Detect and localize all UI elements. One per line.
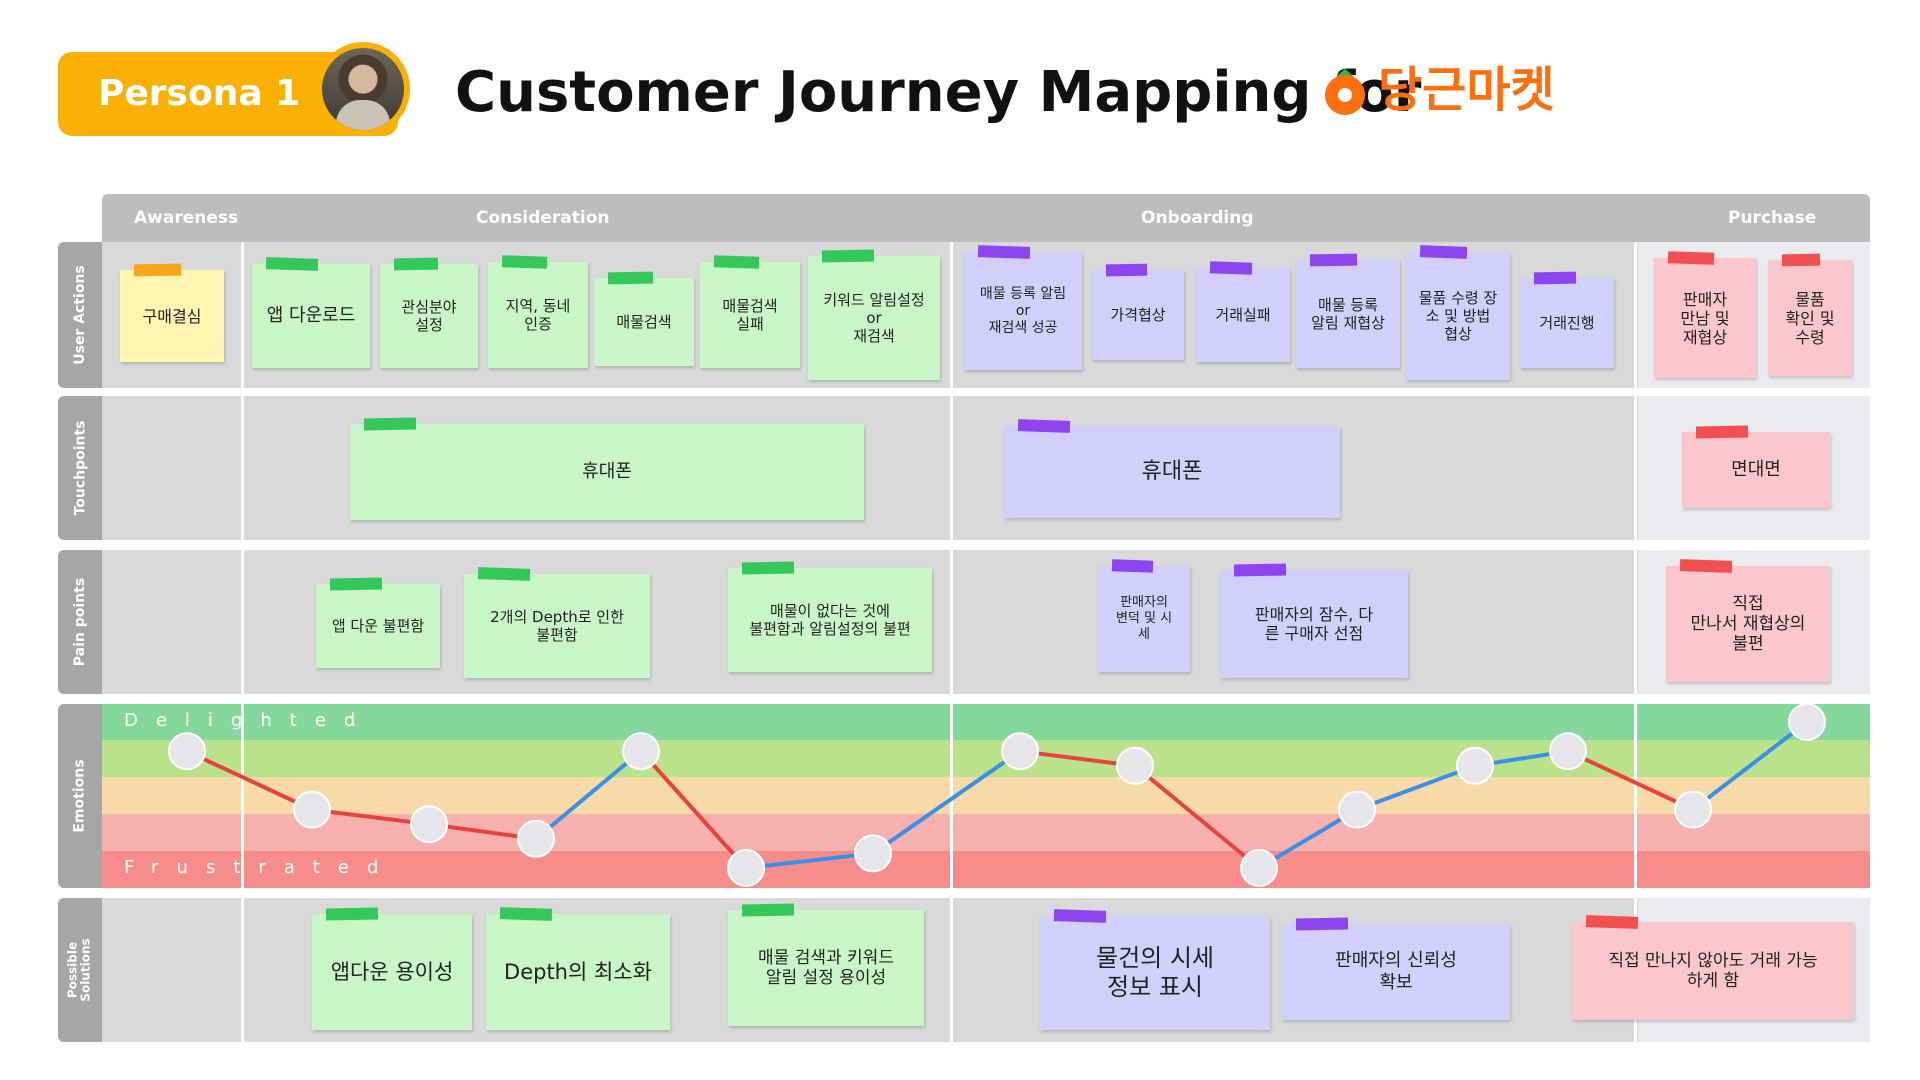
pain-points-note: 매물이 없다는 것에 불편함과 알림설정의 불편 [728,568,932,672]
carrot-logo-icon [1325,69,1365,115]
emotion-point [854,834,892,873]
possible-solutions-note: 앱다운 용이성 [312,914,472,1030]
stage-consideration: Consideration [476,208,610,228]
emotion-segment [311,807,430,827]
emotion-segment [871,749,1022,856]
stage-awareness: Awareness [134,208,239,228]
user-actions-note: 가격협상 [1092,270,1184,360]
emotion-top-label: Delighted [124,710,374,731]
emotion-segment [639,749,748,870]
emotion-point [727,849,765,887]
user-actions-note: 관심분야 설정 [380,264,478,368]
emotion-segment [186,749,313,812]
emotion-point [1240,849,1278,887]
emotion-point [1456,746,1494,785]
user-actions-note: 물품 확인 및 수령 [1768,260,1852,376]
pain-points-note: 직접 만나서 재협상의 불편 [1666,566,1830,682]
user-actions-note: 매물 등록 알림 or 재검색 성공 [964,252,1082,370]
row-label-emotions: Emotions [58,704,102,888]
possible-solutions-note: 판매자의 신뢰성 확보 [1282,924,1510,1020]
page-title: Customer Journey Mapping for [455,60,1422,125]
row-label-touchpoints: Touchpoints [58,396,102,540]
emotion-segment [1356,763,1476,812]
touchpoints-note: 휴대폰 [1004,426,1340,518]
user-actions-note: 물품 수령 장 소 및 방법 협상 [1406,252,1510,380]
row-label-pain-points: Pain points [58,550,102,694]
possible-solutions-note: 직접 만나지 않아도 거래 가능 하게 함 [1572,922,1854,1020]
stage-purchase: Purchase [1728,208,1817,228]
emotion-point [1116,746,1154,785]
divider-consideration [950,242,953,1042]
user-actions-note: 매물 등록 알림 재협상 [1296,260,1400,368]
possible-solutions-note: Depth의 최소화 [486,914,670,1030]
user-actions-note: 판매자 만남 및 재협상 [1654,258,1756,378]
emotion-point [517,819,555,858]
emotion-band-frustrated [102,851,1870,888]
row-label-possible-solutions: Possible Solutions [58,898,102,1042]
user-actions-note: 매물검색 [594,278,694,366]
stage-bar [102,194,1870,242]
possible-solutions-note: 물건의 시세 정보 표시 [1040,916,1270,1030]
stage-onboarding: Onboarding [1141,208,1254,228]
user-actions-note: 앱 다운로드 [252,264,370,368]
emotion-segment [534,749,643,841]
emotion-segment [1567,749,1694,812]
emotion-point [1338,790,1376,829]
row-label-user-actions: User Actions [58,242,102,388]
user-actions-note: 거래진행 [1520,278,1614,368]
emotion-band-3 [102,777,1870,814]
brand-name: 당근마켓 [1378,62,1555,118]
user-actions-note: 지역, 동네 인증 [488,262,588,368]
emotion-point [168,732,206,771]
emotion-segment [1133,764,1261,870]
persona-label: Persona 1 [98,73,301,114]
pain-points-note: 앱 다운 불편함 [316,584,440,668]
user-actions-note: 구매결심 [120,270,224,362]
emotion-point [293,790,331,829]
emotion-bottom-label: Frustrated [124,857,397,878]
emotion-segment [1019,749,1136,768]
emotion-segment [1257,807,1359,870]
touchpoints-note: 면대면 [1682,432,1830,508]
emotion-segment [1691,720,1809,812]
emotion-point [1674,790,1712,829]
emotion-point [622,732,660,771]
divider-awareness [241,242,244,1042]
touchpoints-note: 휴대폰 [350,424,864,520]
emotion-point [1788,703,1826,741]
possible-solutions-note: 매물 검색과 키워드 알림 설정 용이성 [728,910,924,1026]
emotion-segment [745,851,874,870]
divider-onboarding [1634,242,1637,1042]
pain-points-note: 판매자의 잠수, 다 른 구매자 선점 [1220,570,1408,678]
user-actions-note: 거래실패 [1196,268,1290,362]
user-actions-note: 매물검색 실패 [700,262,800,368]
pain-points-note: 2개의 Depth로 인한 불편함 [464,574,650,678]
emotion-point [1549,732,1587,771]
pain-points-note: 판매자의 변덕 및 시 세 [1098,566,1190,672]
user-actions-note: 키워드 알림설정 or 재검색 [808,256,940,380]
avatar [316,42,410,136]
emotion-point [1001,732,1039,771]
emotion-point [410,805,448,844]
